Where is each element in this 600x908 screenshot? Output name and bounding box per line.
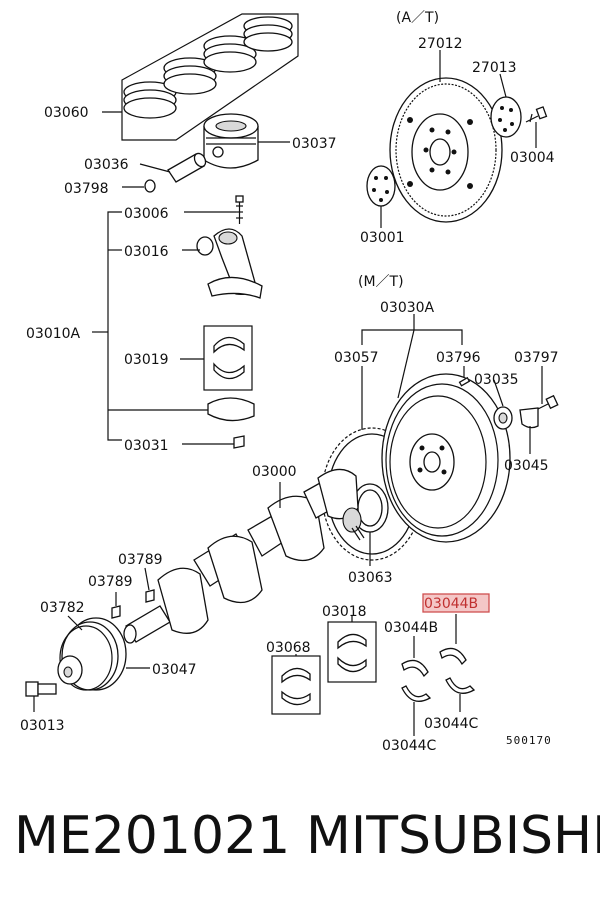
- rod-nut: [233, 435, 245, 449]
- label-03037: 03037: [292, 136, 337, 152]
- label-03797: 03797: [514, 350, 559, 366]
- label-03001: 03001: [360, 230, 405, 246]
- label-03063: 03063: [348, 570, 393, 586]
- label-03044B-highlighted[interactable]: 03044B: [424, 596, 478, 612]
- label-03068: 03068: [266, 640, 311, 656]
- flywheel: [381, 373, 511, 543]
- dowel-pin: [458, 376, 471, 387]
- label-03796: 03796: [436, 350, 481, 366]
- label-03006: 03006: [124, 206, 169, 222]
- label-27013: 27013: [472, 60, 517, 76]
- main-bearing-lower-box: [271, 655, 321, 715]
- label-03000: 03000: [252, 464, 297, 480]
- label-27012: 27012: [418, 36, 463, 52]
- rod-bearing-box: [203, 325, 253, 391]
- thrust-washers: [401, 647, 476, 702]
- crank-pulley: [57, 617, 127, 691]
- spacer-plate: [366, 165, 396, 207]
- label-03045: 03045: [504, 458, 549, 474]
- label-03782: 03782: [40, 600, 85, 616]
- flywheel-bolt: [535, 394, 559, 411]
- label-03789-upper: 03789: [118, 552, 163, 568]
- adapter-plate: [490, 96, 522, 138]
- piston: [203, 113, 259, 169]
- label-03004: 03004: [510, 150, 555, 166]
- part-number: ME201021: [14, 806, 291, 866]
- label-03013: 03013: [20, 718, 65, 734]
- highlight-box: [422, 593, 490, 613]
- label-03018: 03018: [322, 604, 367, 620]
- label-03047: 03047: [152, 662, 197, 678]
- label-03016: 03016: [124, 244, 169, 260]
- label-03057: 03057: [334, 350, 379, 366]
- flywheel-plate: [519, 407, 539, 429]
- drive-plate: [389, 77, 503, 223]
- diagram-code: 500170: [506, 734, 552, 747]
- label-03044B: 03044B: [384, 620, 438, 636]
- section-label-mt: (M／T): [358, 274, 404, 290]
- label-03060: 03060: [44, 105, 89, 121]
- rod-cap: [207, 397, 255, 422]
- exploded-parts-diagram: (A／T) (M／T) 03060 03037 03036 03798 0300…: [20, 10, 559, 754]
- snap-ring: [144, 179, 156, 193]
- woodruff-key-a: [145, 589, 155, 603]
- label-03036: 03036: [84, 157, 129, 173]
- connecting-rod: [196, 228, 263, 299]
- crankshaft: [123, 468, 365, 644]
- label-03010A: 03010A: [26, 326, 81, 342]
- label-03044C-right: 03044C: [424, 716, 479, 732]
- pulley-bolt: [25, 681, 57, 697]
- label-03789-lower: 03789: [88, 574, 133, 590]
- label-03030A: 03030A: [380, 300, 435, 316]
- drive-plate-bolt: [525, 106, 548, 123]
- caption: ME201021 MITSUBISHI: [0, 806, 600, 876]
- piston-pin: [167, 152, 207, 183]
- woodruff-key-b: [111, 605, 121, 619]
- section-label-at: (A／T): [396, 10, 439, 26]
- label-03035: 03035: [474, 372, 519, 388]
- label-03798: 03798: [64, 181, 109, 197]
- label-03044C-bottom: 03044C: [382, 738, 437, 754]
- piston-rings-set: [121, 13, 299, 141]
- rod-bolt: [235, 195, 244, 224]
- main-bearing-upper-box: [327, 621, 377, 683]
- pilot-bearing: [493, 406, 513, 430]
- brand-name: MITSUBISHI: [306, 806, 600, 866]
- label-03031: 03031: [124, 438, 169, 454]
- label-03019: 03019: [124, 352, 169, 368]
